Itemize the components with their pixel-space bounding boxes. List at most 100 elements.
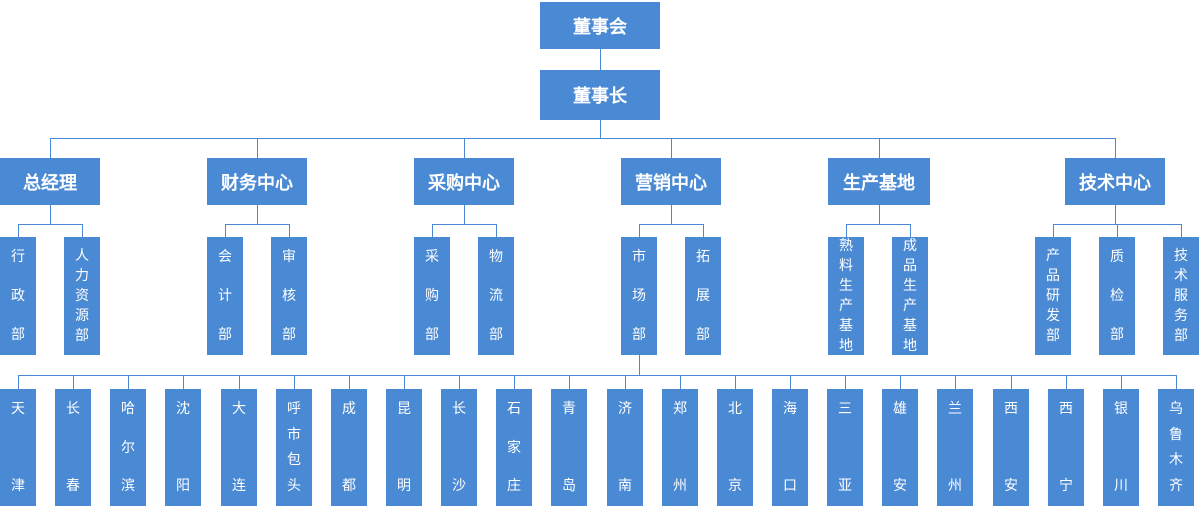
char: 源 (75, 308, 89, 324)
char: 口 (783, 478, 797, 494)
char: 服 (1174, 288, 1188, 304)
branch-office-box: 天津 (0, 389, 36, 506)
department-box: 质检部 (1099, 237, 1135, 355)
char: 家 (507, 439, 521, 456)
char: 熟 (839, 238, 853, 254)
branch-office-box: 海口 (772, 389, 808, 506)
char: 州 (673, 478, 687, 494)
char: 料 (839, 258, 853, 274)
branch-office-box: 哈尔滨 (110, 389, 146, 506)
department-box: 拓展部 (685, 237, 721, 355)
department-box: 行政部 (0, 237, 36, 355)
char: 连 (232, 478, 246, 494)
char: 部 (218, 327, 232, 343)
char: 三 (838, 401, 852, 417)
branch-office-box: 青岛 (551, 389, 587, 506)
char: 青 (562, 401, 576, 417)
char: 春 (66, 478, 80, 494)
char: 北 (728, 401, 742, 417)
char: 市 (632, 249, 646, 265)
branch-office-box: 西宁 (1048, 389, 1084, 506)
char: 术 (1174, 268, 1188, 284)
branch-office-box: 济南 (607, 389, 643, 506)
char: 部 (75, 328, 89, 344)
char: 西 (1004, 401, 1018, 417)
char: 地 (903, 338, 917, 354)
char: 尔 (121, 439, 135, 456)
branch-office-box: 雄安 (882, 389, 918, 506)
branch-office-box: 长春 (55, 389, 91, 506)
char: 沙 (452, 478, 466, 494)
char: 资 (75, 288, 89, 304)
char: 流 (489, 288, 503, 304)
char: 物 (489, 249, 503, 265)
char: 包 (287, 452, 301, 469)
char: 部 (1110, 327, 1124, 343)
branch-office-box: 西安 (993, 389, 1029, 506)
chairman-box: 董事长 (540, 70, 660, 120)
center-box: 生产基地 (828, 158, 930, 205)
char: 大 (232, 401, 246, 417)
char: 生 (839, 278, 853, 294)
char: 成 (342, 401, 356, 417)
department-box: 熟料生产基地 (828, 237, 864, 355)
char: 庄 (507, 478, 521, 494)
department-box: 采购部 (414, 237, 450, 355)
branch-office-box: 大连 (221, 389, 257, 506)
char: 行 (11, 249, 25, 265)
branch-office-box: 乌鲁木齐 (1158, 389, 1194, 506)
char: 济 (618, 401, 632, 417)
char: 研 (1046, 288, 1060, 304)
char: 产 (1046, 248, 1060, 264)
char: 部 (425, 327, 439, 343)
char: 兰 (948, 401, 962, 417)
char: 天 (11, 401, 25, 417)
char: 长 (452, 401, 466, 417)
char: 都 (342, 478, 356, 494)
branch-office-box: 三亚 (827, 389, 863, 506)
char: 审 (282, 249, 296, 265)
char: 发 (1046, 308, 1060, 324)
char: 宁 (1059, 478, 1073, 494)
char: 生 (903, 278, 917, 294)
char: 品 (903, 258, 917, 274)
char: 检 (1110, 288, 1124, 304)
branch-office-box: 沈阳 (165, 389, 201, 506)
char: 阳 (176, 478, 190, 494)
branch-office-box: 石家庄 (496, 389, 532, 506)
char: 银 (1114, 401, 1128, 417)
char: 头 (287, 477, 301, 494)
center-box: 总经理 (0, 158, 100, 205)
branch-office-box: 呼市包头 (276, 389, 312, 506)
char: 人 (75, 248, 89, 264)
branch-office-box: 长沙 (441, 389, 477, 506)
char: 务 (1174, 308, 1188, 324)
department-box: 产品研发部 (1035, 237, 1071, 355)
branch-office-box: 成都 (331, 389, 367, 506)
char: 岛 (562, 478, 576, 494)
char: 京 (728, 478, 742, 494)
char: 亚 (838, 478, 852, 494)
char: 安 (1004, 478, 1018, 494)
char: 沈 (176, 401, 190, 417)
branch-office-box: 郑州 (662, 389, 698, 506)
char: 哈 (121, 401, 135, 417)
char: 地 (839, 338, 853, 354)
department-box: 人力资源部 (64, 237, 100, 355)
char: 齐 (1169, 477, 1183, 494)
branch-office-box: 兰州 (937, 389, 973, 506)
char: 部 (1046, 328, 1060, 344)
char: 雄 (893, 401, 907, 417)
char: 基 (903, 318, 917, 334)
department-box: 物流部 (478, 237, 514, 355)
char: 展 (696, 288, 710, 304)
char: 州 (948, 478, 962, 494)
char: 部 (11, 327, 25, 343)
department-box: 成品生产基地 (892, 237, 928, 355)
char: 产 (903, 298, 917, 314)
char: 呼 (287, 401, 301, 417)
char: 基 (839, 318, 853, 334)
char: 场 (632, 288, 646, 304)
